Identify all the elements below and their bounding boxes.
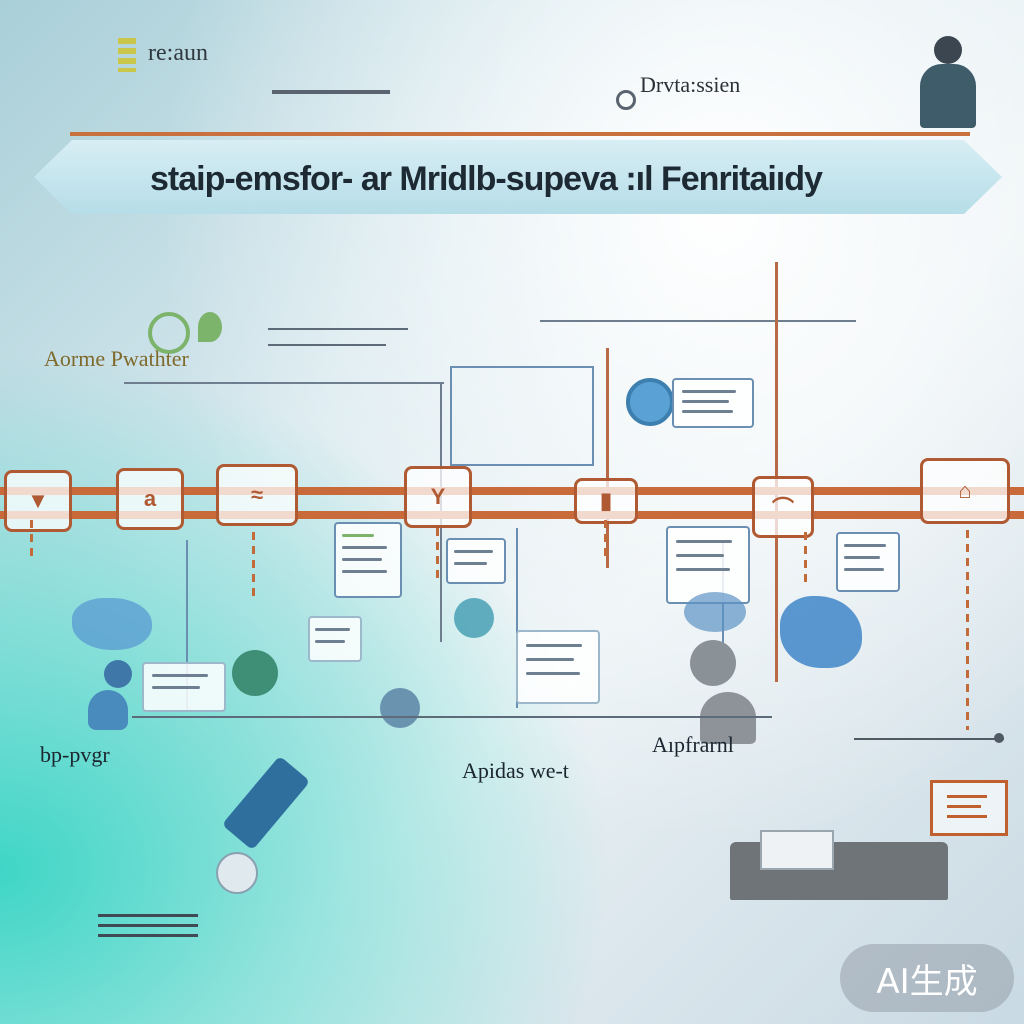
ai-generated-badge: AI生成 (840, 944, 1014, 1012)
person-icon-4 (690, 640, 736, 686)
right-base-dot (994, 733, 1004, 743)
annotation-line-2 (268, 344, 386, 346)
blue-cluster-icon-2 (684, 592, 746, 632)
right-base-line (854, 738, 1004, 740)
timeline-node-2[interactable]: a (116, 468, 184, 530)
timeline-node-1[interactable]: ▼ (4, 470, 72, 532)
person-body-4 (700, 692, 756, 744)
note-card-top (672, 378, 754, 428)
stem-6 (966, 530, 969, 730)
gear-cluster-icon (148, 312, 190, 354)
stem-blue-2 (516, 528, 518, 708)
top-left-label: Aorme Pwathter (44, 346, 189, 371)
bottom-right-label: Aıpfrarnl (652, 732, 734, 757)
timeline-bar-lower (0, 511, 1024, 519)
note-card-1 (334, 522, 402, 598)
person-body-1 (88, 690, 128, 730)
globe-icon (216, 852, 258, 894)
timeline-node-6[interactable]: ⌒ (752, 476, 814, 538)
stem-blue-1 (186, 540, 188, 710)
guide-line-right (775, 262, 778, 682)
timeline-node-4[interactable]: Y (404, 466, 472, 528)
top-left-sketch-icon (118, 38, 136, 72)
person-icon-left (72, 598, 152, 650)
note-card-3 (666, 526, 750, 604)
note-card-7 (308, 616, 362, 662)
document-icon (930, 780, 1008, 836)
pen-icon (221, 755, 311, 851)
note-card-4 (836, 532, 900, 592)
person-icon-3 (380, 688, 420, 728)
header-left-label: re:aun (148, 40, 208, 66)
desk-icon (272, 90, 390, 104)
stem-2 (252, 532, 255, 602)
blue-circle-node (626, 378, 674, 426)
stem-3 (436, 528, 439, 584)
stack-icon (98, 914, 198, 944)
bottom-mid-label: Apidas we-t (462, 758, 569, 783)
person-head-1 (104, 660, 132, 688)
upper-connector (540, 320, 856, 322)
top-left-underline (124, 382, 444, 384)
person-icon-2 (232, 650, 278, 696)
base-line (132, 716, 772, 718)
note-card-2 (446, 538, 506, 584)
stem-5 (804, 532, 807, 582)
frame-box (450, 366, 594, 466)
blue-cluster-icon (780, 596, 862, 668)
page-title: staip-emsfor- ar Mridlb-supeva :ıl Fenri… (150, 160, 823, 198)
leaf-icon (198, 312, 222, 342)
header-rule (70, 132, 970, 136)
timeline-node-5[interactable]: ▮ (574, 478, 638, 524)
bottom-left-label: bp-pvgr (40, 742, 110, 767)
timeline-bar-upper (0, 487, 1024, 495)
stem-4 (604, 520, 607, 560)
timeline-node-3[interactable]: ≈ (216, 464, 298, 526)
timeline-node-7[interactable]: ⌂ (920, 458, 1010, 524)
annotation-line-1 (268, 328, 408, 330)
sofa-cushion-icon (760, 830, 834, 870)
note-card-5 (142, 662, 226, 712)
person-avatar-icon (912, 36, 984, 128)
header-right-label: Drvta:ssien (640, 72, 741, 97)
magnifier-icon (616, 90, 636, 110)
note-card-6 (516, 630, 600, 704)
stem-1 (30, 520, 33, 556)
green-person-icon (454, 598, 494, 638)
guide-line-center (606, 348, 609, 568)
title-banner (34, 140, 1002, 214)
